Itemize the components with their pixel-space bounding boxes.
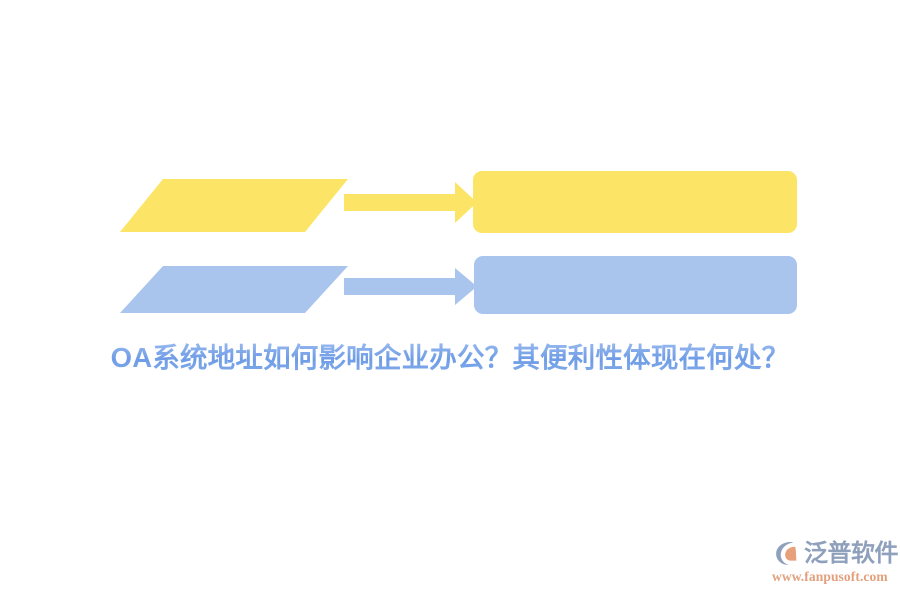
page-title: OA系统地址如何影响企业办公？其便利性体现在何处？ <box>0 340 900 375</box>
source-parallelogram-blue[interactable] <box>120 266 348 313</box>
brand-url: www.fanpusoft.com <box>772 569 888 584</box>
brand-logo: 泛普软件 www.fanpusoft.com <box>772 536 899 590</box>
flow-arrow-blue[interactable] <box>344 268 477 305</box>
flow-arrow-yellow[interactable] <box>344 182 477 223</box>
source-parallelogram-yellow[interactable] <box>120 179 348 232</box>
target-box-yellow[interactable] <box>473 171 797 233</box>
brand-logo-row: 泛普软件 <box>772 536 899 570</box>
target-box-blue[interactable] <box>474 256 797 314</box>
brand-name: 泛普软件 <box>804 539 899 567</box>
fanpu-logo-icon <box>776 541 800 565</box>
